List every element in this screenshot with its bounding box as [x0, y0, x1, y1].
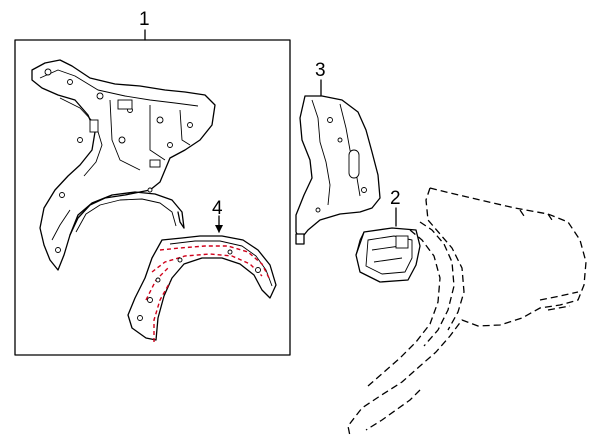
callout-2-label: 2: [390, 188, 401, 209]
fuel-pocket-bracket: [355, 227, 421, 283]
callout-3-label: 3: [315, 60, 326, 81]
wheelhouse-panel: [127, 235, 277, 342]
part-1-group-box: [14, 39, 291, 356]
callout-4-label: 4: [212, 198, 223, 219]
callout-1-label: 1: [139, 9, 150, 30]
quarter-panel-reference-outline: [347, 187, 587, 437]
pillar-extension: [295, 95, 381, 245]
quarter-inner-panel: [31, 59, 216, 271]
callout-4-arrow: [215, 225, 223, 233]
